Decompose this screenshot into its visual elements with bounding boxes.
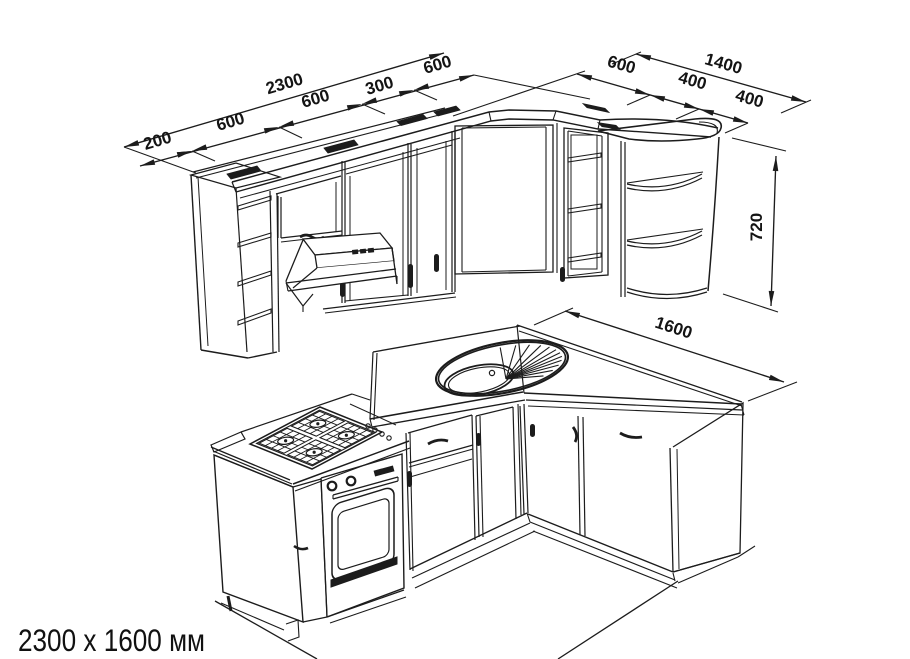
svg-text:2300 x 1600 мм: 2300 x 1600 мм: [18, 622, 205, 658]
svg-text:720: 720: [747, 213, 766, 241]
